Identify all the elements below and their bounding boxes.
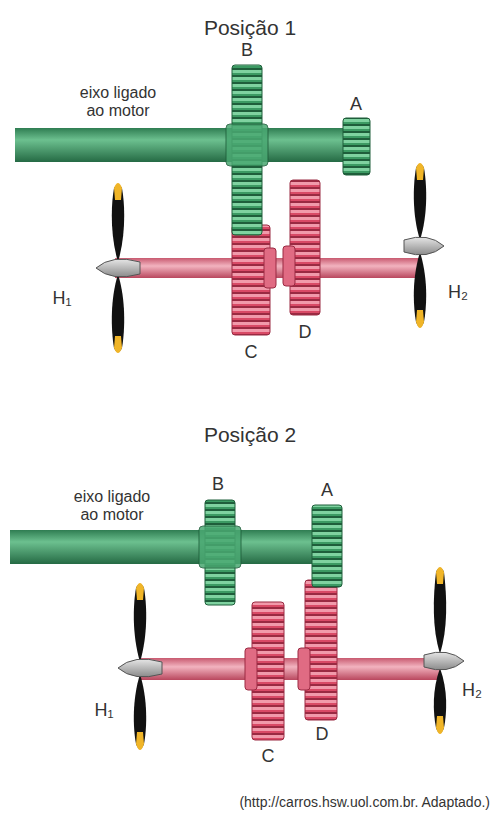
gear-letter: A xyxy=(350,94,362,115)
propeller-label: H₁ xyxy=(52,288,71,309)
shaft-label: eixo ligado ao motor xyxy=(65,488,160,525)
position-title: Posição 2 xyxy=(204,423,296,447)
propeller-label: H₁ xyxy=(94,700,113,721)
gear-letter: C xyxy=(245,342,258,363)
gear-letter: D xyxy=(299,322,312,343)
position-title: Posição 1 xyxy=(204,16,296,40)
propeller-label: H₂ xyxy=(448,282,468,303)
propeller-label: H₂ xyxy=(462,680,482,701)
gear-letter: A xyxy=(321,480,333,501)
source-caption: (http://carros.hsw.uol.com.br. Adaptado.… xyxy=(239,794,490,810)
gear-letter: B xyxy=(241,40,253,61)
shaft-label: eixo ligado ao motor xyxy=(71,84,166,121)
gear-letter: C xyxy=(262,746,275,767)
gear-letter: D xyxy=(316,724,329,745)
gear-letter: B xyxy=(212,474,224,495)
